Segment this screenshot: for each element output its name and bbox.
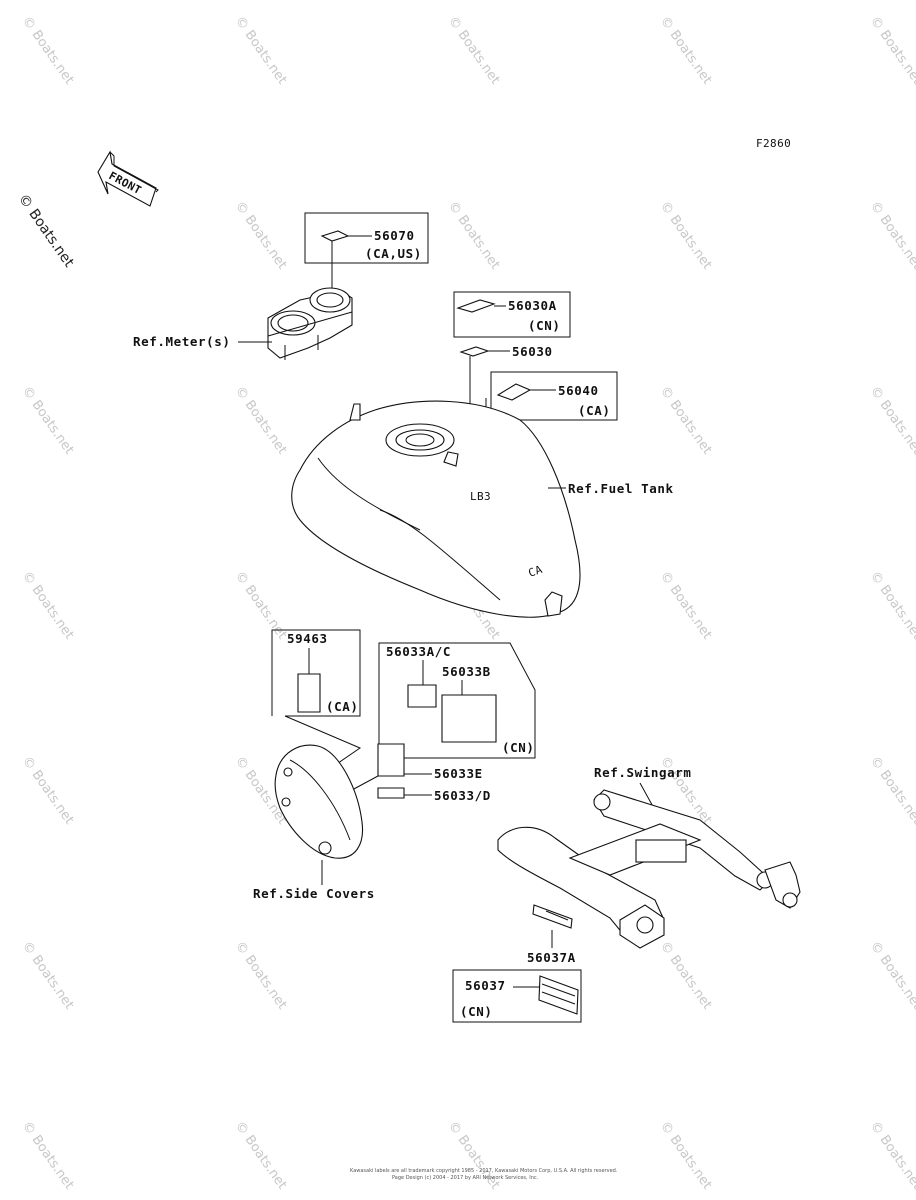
callout-56033: 56033A/C 56033B (CN) — [378, 642, 536, 759]
part-number: 56037A — [527, 950, 576, 965]
part-number: 56033E — [434, 766, 483, 781]
watermark: © Boats.net — [657, 569, 715, 643]
ref-side-covers: Ref.Side Covers — [253, 886, 375, 901]
callout-56037: 56037 (CN) — [452, 969, 582, 1023]
watermark: © Boats.net — [867, 939, 916, 1013]
watermark: © Boats.net — [657, 384, 715, 458]
label-decal-icon — [407, 684, 437, 708]
callout-56037A: 56037A — [527, 904, 576, 965]
part-note: (CA,US) — [365, 246, 422, 261]
watermark: © Boats.net — [867, 14, 916, 88]
part-number: 56070 — [374, 228, 415, 243]
footer-copyright: Kawasaki labels are all trademark copyri… — [350, 1168, 618, 1174]
watermark: © Boats.net — [445, 199, 503, 273]
callout-56040: 56040 (CA) — [485, 371, 618, 442]
watermark: © Boats.net — [19, 939, 77, 1013]
part-note: (CN) — [502, 740, 535, 755]
figure-code: F2860 — [756, 137, 791, 150]
watermark: © Boats.net — [19, 1119, 77, 1193]
part-number: 59463 — [287, 631, 328, 646]
watermark: © Boats.net — [657, 199, 715, 273]
watermark: © Boats.net — [867, 754, 916, 828]
watermark-main: © Boats.net — [15, 191, 77, 271]
front-arrow-icon: FRONT — [97, 150, 159, 207]
label-decal-icon — [320, 230, 350, 242]
watermark: © Boats.net — [867, 384, 916, 458]
part-note: (CN) — [460, 1004, 493, 1019]
watermark: © Boats.net — [232, 14, 290, 88]
swingarm — [497, 789, 801, 949]
svg-text:LB3: LB3 — [470, 490, 491, 503]
watermark: © Boats.net — [867, 199, 916, 273]
fuel-tank: LB3 CA — [291, 400, 581, 618]
watermark: © Boats.net — [445, 14, 503, 88]
part-note: (CA) — [578, 403, 611, 418]
side-cover — [274, 744, 364, 859]
watermark: © Boats.net — [19, 384, 77, 458]
part-number: 56030A — [508, 298, 557, 313]
watermark: © Boats.net — [657, 1119, 715, 1193]
part-number: 56030 — [512, 344, 553, 359]
watermark: © Boats.net — [232, 384, 290, 458]
watermark: © Boats.net — [232, 569, 290, 643]
callout-56033E: 56033E — [377, 743, 483, 781]
callout-59463: 59463 (CA) — [271, 629, 362, 771]
watermark: © Boats.net — [232, 199, 290, 273]
ref-swingarm: Ref.Swingarm — [594, 765, 692, 780]
ref-fuel-tank: Ref.Fuel Tank — [568, 481, 674, 496]
watermark: © Boats.net — [19, 569, 77, 643]
label-decal-icon — [538, 975, 579, 1015]
ref-meter: Ref.Meter(s) — [133, 334, 231, 349]
callout-56030: 56030 — [459, 344, 553, 432]
part-number: 56033B — [442, 664, 491, 679]
watermark: © Boats.net — [445, 1119, 503, 1193]
part-note: (CN) — [528, 318, 561, 333]
watermark: © Boats.net — [867, 569, 916, 643]
watermark: © Boats.net — [232, 939, 290, 1013]
label-decal-icon — [377, 787, 405, 799]
part-note: (CA) — [326, 699, 359, 714]
label-decal-icon — [456, 299, 496, 313]
watermark: © Boats.net — [19, 14, 77, 88]
part-number: 56040 — [558, 383, 599, 398]
part-number: 56037 — [465, 978, 506, 993]
label-decal-icon — [459, 346, 490, 357]
label-decal-icon — [377, 743, 405, 777]
watermark: © Boats.net — [657, 14, 715, 88]
footer-design: Page Design (c) 2004 - 2017 by ARI Netwo… — [392, 1175, 539, 1181]
label-decal-icon — [297, 673, 321, 713]
label-decal-icon — [496, 383, 532, 401]
part-number: 56033/D — [434, 788, 491, 803]
svg-text:CA: CA — [527, 563, 545, 580]
watermark: © Boats.net — [867, 1119, 916, 1193]
watermark: © Boats.net — [19, 754, 77, 828]
callout-56030A: 56030A (CN) — [453, 291, 571, 338]
watermark: © Boats.net — [232, 1119, 290, 1193]
watermark: © Boats.net — [657, 939, 715, 1013]
callout-56070: 56070 (CA,US) — [304, 212, 429, 290]
callout-56033D: 56033/D — [351, 775, 491, 803]
label-decal-icon — [532, 904, 573, 929]
label-decal-icon — [441, 694, 497, 743]
meter-assembly — [267, 287, 353, 360]
part-number: 56033A/C — [386, 644, 451, 659]
